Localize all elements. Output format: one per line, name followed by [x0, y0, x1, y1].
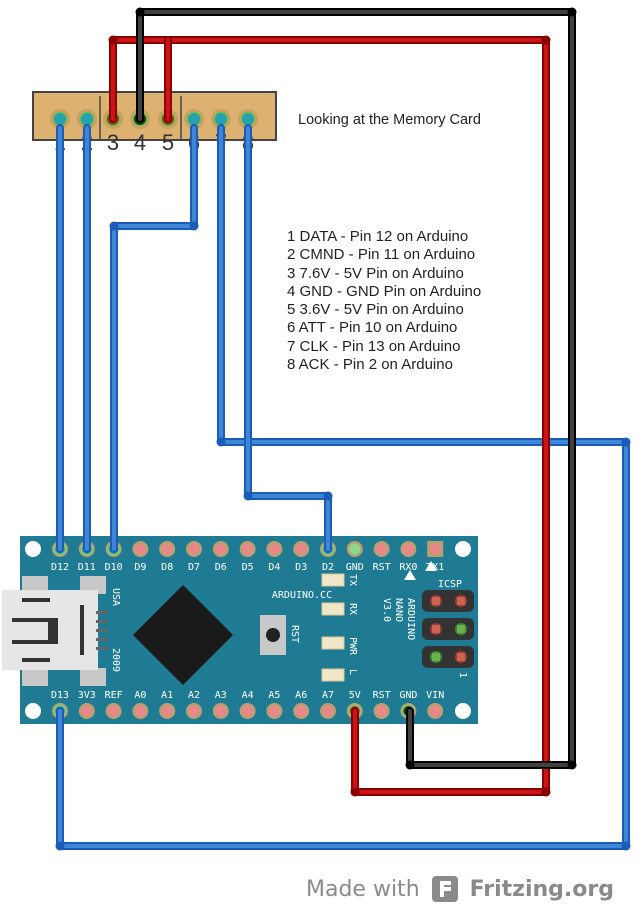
card-pin-number: 3 [107, 130, 119, 155]
wire-att-pin6[interactable] [110, 124, 198, 553]
icsp-label: ICSP [438, 579, 462, 590]
legend-line: 2 CMND - Pin 11 on Arduino [287, 246, 476, 264]
rst-label: RST [289, 625, 300, 643]
pin-label: TX1 [426, 562, 444, 573]
pin-label: A3 [215, 690, 227, 701]
fritzing-brand[interactable]: Fritzing.org [469, 876, 614, 902]
icsp-header [422, 590, 474, 668]
tx-arrow [425, 561, 437, 571]
legend-line: 4 GND - GND Pin on Arduino [287, 282, 482, 300]
pin-label: GND [399, 690, 417, 701]
microcontroller-chip [133, 585, 233, 685]
usb-connector [2, 576, 108, 686]
led [321, 602, 345, 616]
led [321, 573, 345, 587]
pin-label: RST [373, 562, 391, 573]
brand-label: ARDUINO.CC [272, 590, 332, 601]
legend-line: 1 DATA - Pin 12 on Arduino [287, 228, 469, 245]
mounting-hole [455, 703, 471, 719]
fritzing-footer: Made with Fritzing.org [306, 874, 614, 904]
pin-label: A4 [242, 690, 254, 701]
pin-label: A2 [188, 690, 200, 701]
model-label: ARDUINO [405, 598, 416, 640]
card-pin-contact [53, 112, 67, 126]
pin-label: RX0 [399, 562, 417, 573]
legend-line: 8 ACK - Pin 2 on Arduino [287, 356, 453, 374]
model-label: NANO [393, 598, 404, 622]
pin-label: D10 [105, 562, 123, 573]
year-label: 2009 [110, 648, 121, 672]
pin-label: D9 [134, 562, 146, 573]
card-pin-contact [80, 112, 94, 126]
mounting-hole [455, 541, 471, 557]
model-label: V3.0 [381, 598, 392, 622]
led-label: L [347, 669, 358, 675]
pin-label: 3V3 [78, 690, 96, 701]
pin-label: D2 [322, 562, 334, 573]
pin-label: D7 [188, 562, 200, 573]
rx-arrow [404, 570, 416, 580]
pin-label: RST [373, 690, 391, 701]
mounting-hole [25, 703, 41, 719]
reset-button[interactable] [260, 615, 286, 655]
legend-line: 5 3.6V - 5V Pin on Arduino [287, 301, 464, 319]
pin-legend: 1 DATA - Pin 12 on Arduino 2 CMND - Pin … [287, 228, 481, 374]
usa-label: USA [110, 588, 121, 606]
card-pin-contact [187, 112, 201, 126]
pin-label: A7 [322, 690, 334, 701]
pin-label: D5 [242, 562, 254, 573]
legend-line: 7 CLK - Pin 13 on Arduino [287, 337, 461, 355]
card-pin-number: 5 [162, 130, 174, 155]
made-with-text: Made with [306, 876, 420, 902]
icsp-pin1-label: 1 [457, 672, 468, 678]
pin-label: A1 [161, 690, 173, 701]
pin-label: A6 [295, 690, 307, 701]
fritzing-logo-icon [431, 876, 458, 902]
card-pin-number: 4 [134, 130, 146, 155]
pin-label: D3 [295, 562, 307, 573]
pin-label: A0 [134, 690, 146, 701]
led-label: RX [347, 603, 358, 615]
card-pin-contact [241, 112, 255, 126]
pin-label: REF [105, 690, 123, 701]
pin-label: D4 [268, 562, 280, 573]
mounting-hole [25, 541, 41, 557]
led-label: TX [347, 574, 358, 586]
legend-line: 6 ATT - Pin 10 on Arduino [287, 319, 458, 337]
pin-label: D8 [161, 562, 173, 573]
pin-label: VIN [426, 690, 444, 701]
pin-label: D11 [78, 562, 96, 573]
card-pin-contact [214, 112, 228, 126]
legend-line: 3 7.6V - 5V Pin on Arduino [287, 264, 464, 282]
caption: Looking at the Memory Card [298, 112, 481, 128]
led-label: PWR [347, 637, 358, 656]
pin-label: 5V [349, 690, 361, 701]
pin-label: D6 [215, 562, 227, 573]
pin-label: GND [346, 562, 364, 573]
led [321, 636, 345, 650]
pin-label: A5 [268, 690, 280, 701]
led [321, 668, 345, 682]
pin-label: D13 [51, 690, 69, 701]
pin-label: D12 [51, 562, 69, 573]
